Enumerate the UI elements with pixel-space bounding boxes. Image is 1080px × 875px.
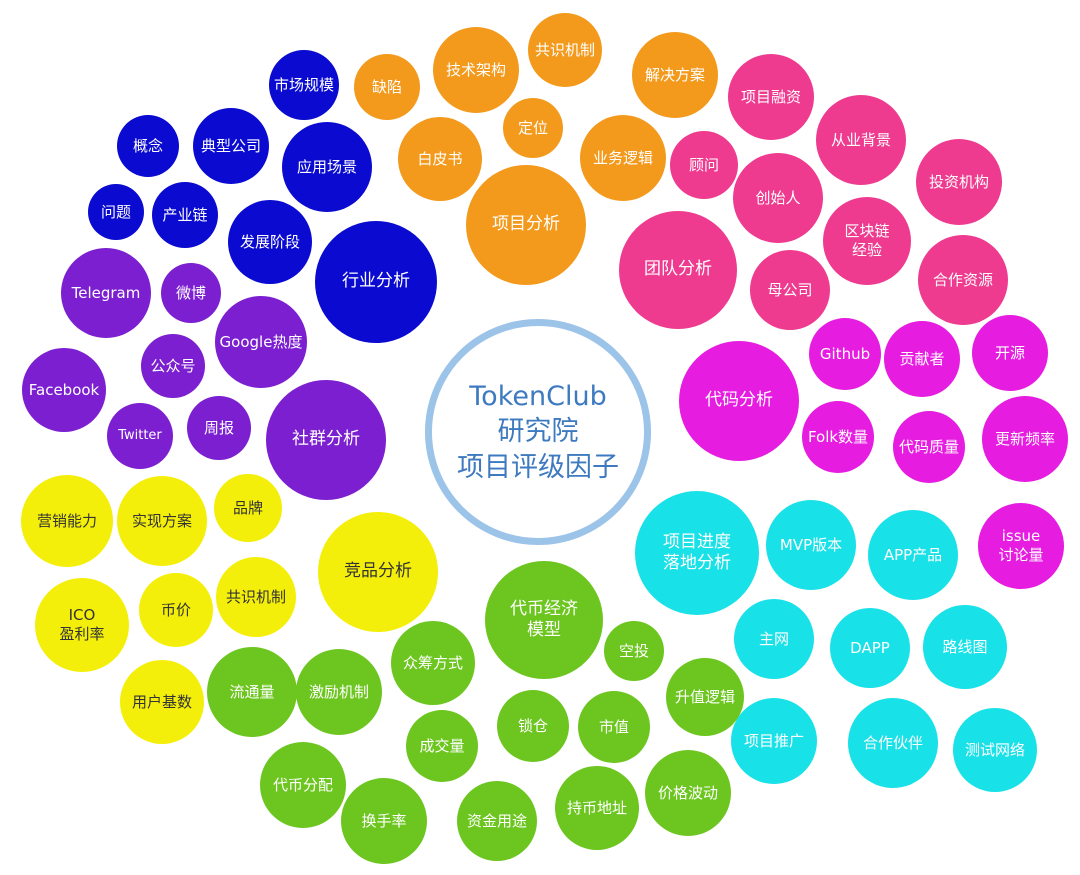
factor-bubble-progress: 合作伙伴 (848, 698, 938, 788)
factor-bubble-token: 成交量 (406, 710, 478, 782)
factor-bubble-project: 缺陷 (354, 54, 420, 120)
factor-bubble-progress: MVP版本 (766, 500, 856, 590)
factor-bubble-competition: ICO 盈利率 (35, 578, 129, 672)
factor-bubble-competition: 营销能力 (21, 475, 113, 567)
factor-bubble-project: 白皮书 (398, 117, 482, 201)
factor-bubble-competition: 品牌 (214, 474, 282, 542)
factor-bubble-project: 定位 (503, 98, 563, 158)
factor-bubble-competition: 共识机制 (216, 557, 296, 637)
center-line-3: 项目评级因子 (457, 451, 619, 483)
factor-bubble-progress: 测试网络 (953, 708, 1037, 792)
factor-bubble-code: issue 讨论量 (978, 503, 1064, 589)
factor-bubble-token: 资金用途 (457, 781, 537, 861)
factor-bubble-code: 代码分析 (679, 341, 799, 461)
factor-bubble-code: 更新频率 (982, 396, 1068, 482)
factor-bubble-team: 从业背景 (816, 95, 906, 185)
factor-bubble-competition: 币价 (139, 573, 213, 647)
factor-bubble-code: 代码质量 (893, 411, 965, 483)
factor-bubble-progress: APP产品 (868, 510, 958, 600)
factor-bubble-team: 顾问 (670, 131, 738, 199)
factor-bubble-industry: 发展阶段 (228, 200, 312, 284)
factor-bubble-token: 持币地址 (555, 766, 639, 850)
factor-bubble-team: 合作资源 (918, 235, 1008, 325)
factor-bubble-code: 贡献者 (884, 321, 960, 397)
center-circle: TokenClub 研究院 项目评级因子 (425, 319, 651, 545)
factor-bubble-team: 母公司 (750, 250, 830, 330)
center-title: TokenClub (469, 380, 607, 412)
factor-bubble-project: 共识机制 (528, 13, 602, 87)
factor-bubble-code: Github (809, 318, 881, 390)
factor-bubble-token: 代币分配 (260, 742, 346, 828)
factor-bubble-token: 升值逻辑 (666, 658, 744, 736)
factor-bubble-industry: 行业分析 (315, 221, 437, 343)
factor-bubble-project: 业务逻辑 (580, 115, 666, 201)
factor-bubble-community: 公众号 (141, 334, 205, 398)
factor-bubble-project: 技术架构 (433, 27, 519, 113)
factor-bubble-industry: 问题 (88, 184, 144, 240)
factor-bubble-team: 团队分析 (619, 211, 737, 329)
factor-bubble-industry: 应用场景 (282, 122, 372, 212)
factor-bubble-community: Google热度 (215, 296, 307, 388)
factor-bubble-token: 价格波动 (645, 750, 731, 836)
factor-bubble-industry: 概念 (117, 115, 179, 177)
factor-bubble-progress: 路线图 (923, 605, 1007, 689)
factor-bubble-project: 项目分析 (466, 165, 586, 285)
factor-bubble-token: 空投 (604, 621, 664, 681)
factor-bubble-community: Twitter (107, 403, 173, 469)
factor-bubble-competition: 竞品分析 (318, 512, 438, 632)
factor-bubble-progress: 主网 (734, 599, 814, 679)
factor-bubble-progress: 项目进度 落地分析 (635, 491, 759, 615)
factor-bubble-project: 解决方案 (632, 32, 718, 118)
factor-bubble-community: 微博 (161, 263, 221, 323)
factor-bubble-progress: 项目推广 (731, 698, 817, 784)
factor-bubble-token: 锁仓 (497, 690, 569, 762)
factor-bubble-team: 区块链 经验 (823, 197, 911, 285)
factor-bubble-industry: 市场规模 (269, 50, 339, 120)
factor-bubble-team: 创始人 (733, 153, 823, 243)
factor-bubble-token: 流通量 (207, 647, 297, 737)
factor-bubble-industry: 产业链 (152, 182, 218, 248)
factor-bubble-token: 换手率 (341, 778, 427, 864)
factor-bubble-industry: 典型公司 (193, 108, 269, 184)
factor-bubble-community: 周报 (187, 396, 251, 460)
factor-bubble-token: 代币经济 模型 (485, 561, 603, 679)
factor-bubble-community: Telegram (61, 248, 151, 338)
factor-bubble-token: 激励机制 (296, 649, 382, 735)
factor-bubble-code: Folk数量 (802, 401, 874, 473)
factor-bubble-token: 市值 (578, 691, 650, 763)
factor-bubble-progress: DAPP (830, 608, 910, 688)
factor-bubble-community: Facebook (22, 348, 106, 432)
factor-bubble-community: 社群分析 (266, 380, 386, 500)
center-line-2: 研究院 (497, 416, 579, 448)
factor-bubble-competition: 用户基数 (120, 660, 204, 744)
factor-bubble-code: 开源 (972, 315, 1048, 391)
factor-bubble-competition: 实现方案 (117, 476, 207, 566)
factor-bubble-team: 投资机构 (916, 139, 1002, 225)
factor-bubble-team: 项目融资 (728, 54, 814, 140)
factor-bubble-token: 众筹方式 (391, 621, 475, 705)
